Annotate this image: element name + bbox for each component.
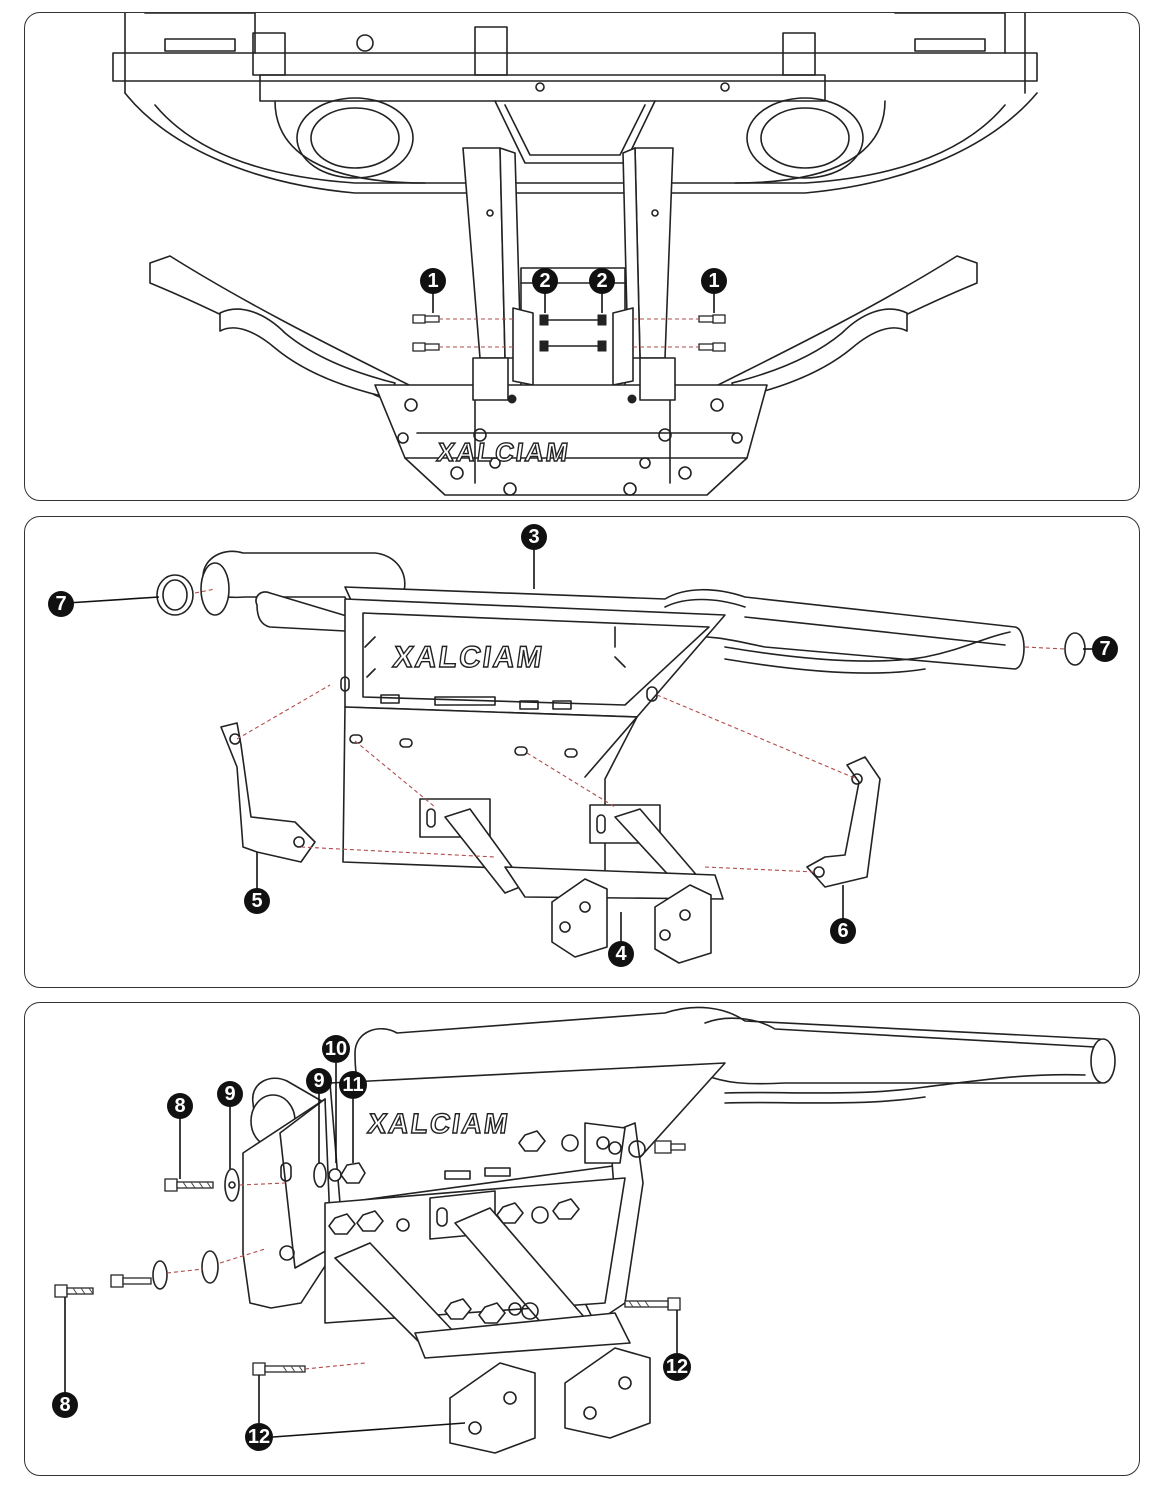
callout-1-left: 1 (420, 268, 446, 313)
svg-text:7: 7 (55, 593, 66, 615)
panel-exploded-bumper: XALCIAM 3 7 (24, 516, 1140, 988)
svg-text:8: 8 (174, 1095, 185, 1117)
logo-text: XALCIAM (366, 1108, 512, 1139)
callout-8-top: 8 (167, 1093, 193, 1179)
callout-5: 5 (244, 852, 270, 914)
callout-1-right: 1 (701, 268, 727, 313)
callout-9-right: 9 (306, 1068, 332, 1163)
callout-4: 4 (608, 912, 634, 967)
svg-text:1: 1 (427, 270, 438, 292)
callout-6: 6 (830, 885, 856, 944)
svg-text:11: 11 (342, 1074, 363, 1096)
callout-12-right: 12 (663, 1310, 691, 1381)
svg-text:9: 9 (313, 1070, 324, 1092)
callout-9-left: 9 (217, 1081, 243, 1169)
vehicle-frame-drawing: XALCIAM 1 2 2 1 (112, 13, 1038, 496)
callout-7-left: 7 (48, 591, 160, 617)
svg-text:10: 10 (325, 1038, 347, 1060)
callout-10: 10 (322, 1035, 350, 1163)
callout-2-left: 2 (532, 268, 558, 313)
svg-text:9: 9 (224, 1083, 235, 1105)
svg-text:2: 2 (539, 270, 550, 292)
panel-vehicle-mount: XALCIAM 1 2 2 1 (24, 12, 1140, 501)
callout-3: 3 (521, 524, 547, 589)
logo-text: XALCIAM (435, 437, 572, 467)
hardware-assembly-drawing: XALCIAM (52, 1006, 1116, 1454)
bumper-exploded-drawing: XALCIAM 3 7 (48, 524, 1118, 967)
svg-text:4: 4 (615, 943, 627, 965)
panel-hardware-assembly: XALCIAM (24, 1002, 1140, 1476)
callout-2-right: 2 (589, 268, 615, 313)
svg-text:2: 2 (596, 270, 607, 292)
callout-11: 11 (339, 1071, 367, 1163)
svg-text:8: 8 (59, 1394, 70, 1416)
svg-text:3: 3 (528, 526, 539, 548)
callout-7-right: 7 (1083, 636, 1118, 662)
svg-text:6: 6 (837, 920, 848, 942)
logo-text: XALCIAM (391, 641, 546, 674)
callout-12-left: 12 (245, 1375, 466, 1451)
svg-text:12: 12 (666, 1356, 688, 1378)
callout-8-bottom: 8 (52, 1297, 78, 1418)
svg-text:1: 1 (708, 270, 719, 292)
svg-text:7: 7 (1099, 638, 1110, 660)
svg-text:12: 12 (248, 1426, 270, 1448)
svg-text:5: 5 (251, 890, 262, 912)
